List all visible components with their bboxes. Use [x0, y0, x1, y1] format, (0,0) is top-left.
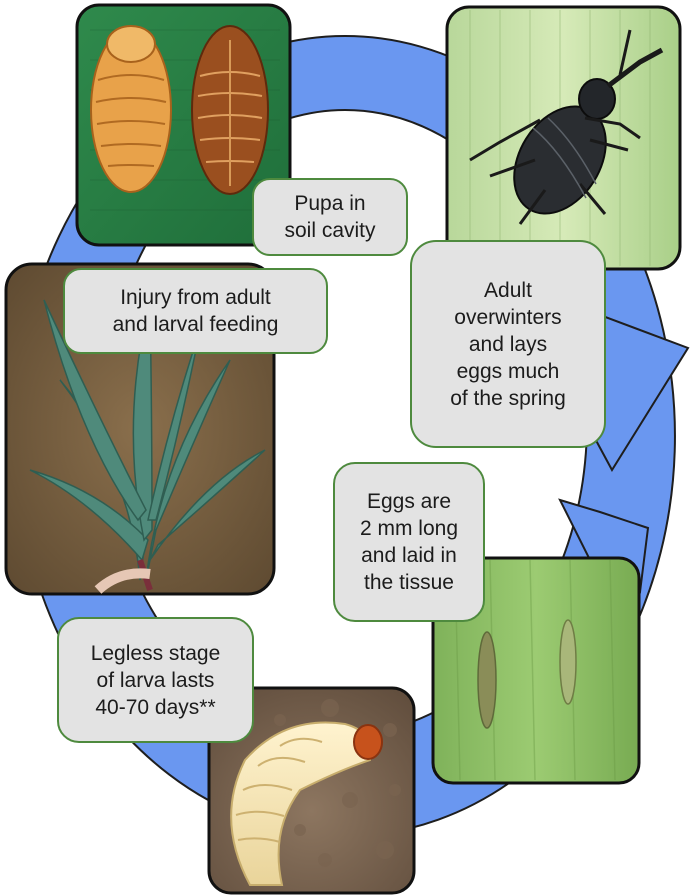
caption-adult: Adult overwinters and lays eggs much of … [410, 240, 606, 448]
adult-photo [447, 7, 680, 269]
caption-injury: Injury from adult and larval feeding [63, 268, 328, 354]
egg-puncture-left [478, 632, 496, 728]
egg-puncture-right [560, 620, 576, 704]
caption-larva: Legless stage of larva lasts 40-70 days*… [57, 617, 254, 743]
pupa-dorsal-image [192, 26, 268, 194]
grub-head [354, 725, 382, 759]
pupa-ventral-image [91, 26, 171, 192]
caption-pupa: Pupa in soil cavity [252, 178, 408, 256]
caption-eggs: Eggs are 2 mm long and laid in the tissu… [333, 462, 485, 622]
